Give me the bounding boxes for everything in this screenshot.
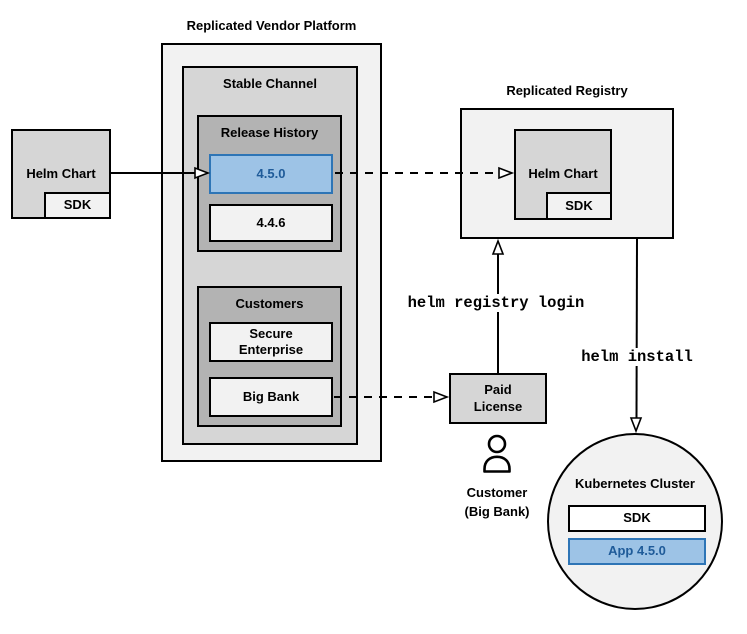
customer-name-label: Big Bank: [242, 388, 300, 404]
registry-sdk-box: SDK: [546, 192, 612, 220]
paid-license-box: Paid License: [449, 373, 547, 424]
release-item-450: 4.5.0: [209, 154, 333, 194]
registry-title: Replicated Registry: [506, 83, 628, 98]
cluster-app-box: App 4.5.0: [568, 538, 706, 565]
customer-name-label: Secure Enterprise: [238, 325, 304, 357]
customer-item-secure-enterprise: Secure Enterprise: [209, 322, 333, 362]
customers-title: Customers: [235, 296, 304, 311]
paid-license-label: Paid License: [473, 382, 523, 414]
customer-caption-line2: (Big Bank): [464, 504, 530, 519]
registry-login-command: helm registry login: [399, 294, 593, 312]
source-sdk-box: SDK: [44, 192, 111, 219]
release-history-title: Release History: [220, 125, 319, 140]
arrow-registry-to-cluster: [629, 238, 643, 434]
release-item-446: 4.4.6: [209, 204, 333, 242]
kubernetes-cluster-title: Kubernetes Cluster: [575, 476, 695, 491]
cluster-sdk-box: SDK: [568, 505, 706, 532]
customer-caption: Customer (Big Bank): [437, 483, 557, 521]
vendor-platform-title: Replicated Vendor Platform: [186, 18, 357, 33]
helm-chart-label: Helm Chart: [26, 165, 96, 181]
sdk-label: SDK: [63, 197, 92, 213]
customer-item-big-bank: Big Bank: [209, 377, 333, 417]
helm-chart-label: Helm Chart: [528, 166, 598, 182]
install-command: helm install: [580, 348, 694, 366]
sdk-label: SDK: [565, 197, 593, 213]
app-version-label: App 4.5.0: [608, 543, 666, 559]
release-version-label: 4.5.0: [256, 165, 286, 181]
release-version-label: 4.4.6: [256, 214, 286, 230]
person-icon: [483, 434, 511, 473]
customer-caption-line1: Customer: [466, 485, 528, 500]
sdk-label: SDK: [623, 510, 651, 526]
stable-channel-title: Stable Channel: [223, 76, 317, 91]
